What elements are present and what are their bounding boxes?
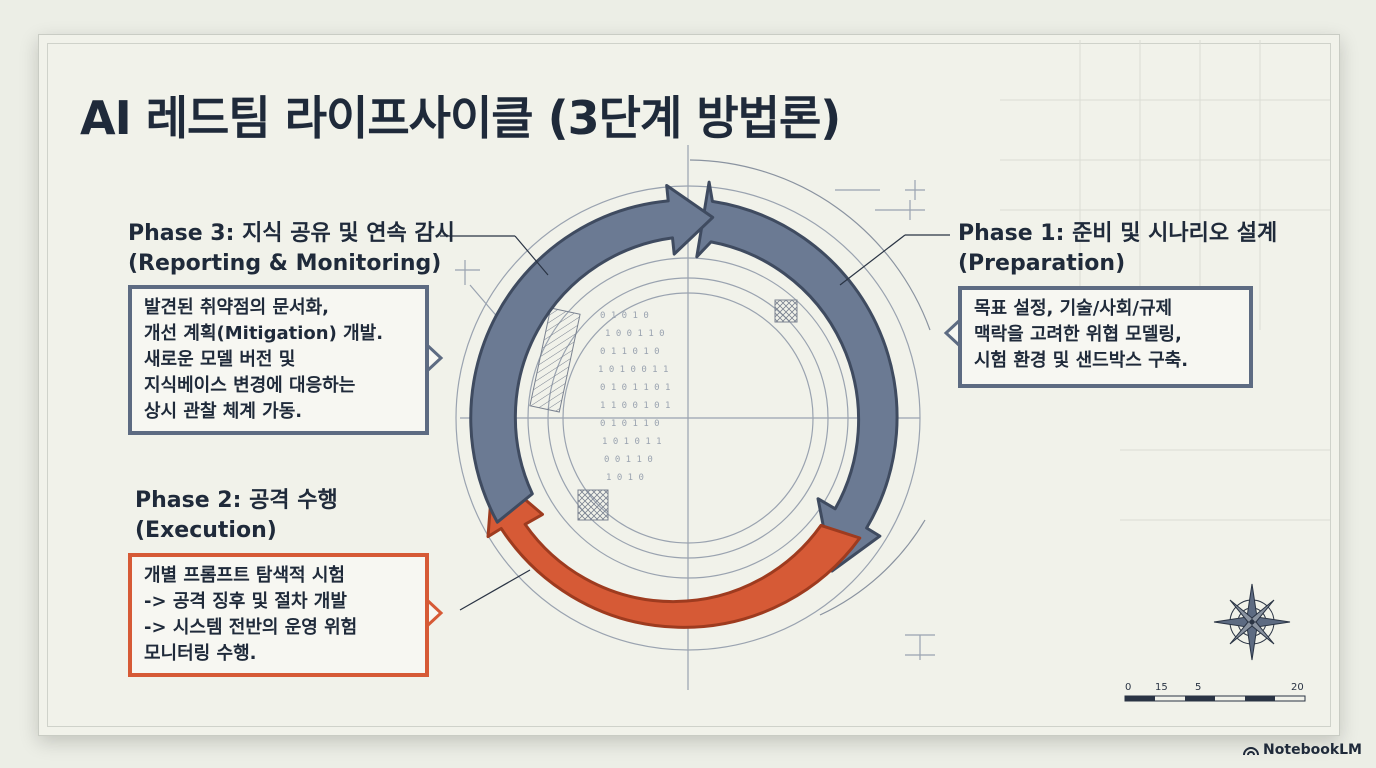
phase2-description-box: 개별 프롬프트 탐색적 시험 -> 공격 징후 및 절차 개발 -> 시스템 전…: [128, 553, 429, 677]
notebooklm-logo-icon: [1243, 747, 1260, 756]
scale-label: 15: [1155, 682, 1168, 693]
phase1-line: 시험 환경 및 샌드박스 구축.: [974, 350, 1189, 371]
phase3-heading-subtitle: (Reporting & Monitoring): [128, 251, 442, 276]
sheet-border: [47, 43, 1331, 727]
phase2-line: 개별 프롬프트 탐색적 시험: [144, 565, 345, 586]
phase3-heading-title: Phase 3: 지식 공유 및 연속 감시: [128, 221, 455, 246]
watermark: NotebookLM: [1243, 742, 1362, 758]
phase3-heading: Phase 3: 지식 공유 및 연속 감시 (Reporting & Moni…: [128, 219, 455, 279]
phase3-line: 발견된 취약점의 문서화,: [144, 297, 329, 318]
phase2-heading: Phase 2: 공격 수행 (Execution): [135, 486, 338, 546]
phase1-line: 맥락을 고려한 위협 모델링,: [974, 324, 1182, 345]
phase3-line: 새로운 모델 버전 및: [144, 349, 296, 370]
phase2-heading-title: Phase 2: 공격 수행: [135, 488, 338, 513]
scale-label: 5: [1195, 682, 1202, 693]
watermark-text: NotebookLM: [1263, 742, 1362, 758]
phase2-heading-subtitle: (Execution): [135, 518, 277, 543]
phase3-line: 상시 관찰 체계 가동.: [144, 401, 303, 422]
phase2-line: -> 공격 징후 및 절차 개발: [144, 591, 347, 612]
phase1-heading-title: Phase 1: 준비 및 시나리오 설계: [958, 221, 1278, 246]
phase1-heading-subtitle: (Preparation): [958, 251, 1126, 276]
phase1-line: 목표 설정, 기술/사회/규제: [974, 298, 1173, 319]
phase3-line: 개선 계획(Mitigation) 개발.: [144, 323, 384, 344]
phase1-heading: Phase 1: 준비 및 시나리오 설계 (Preparation): [958, 219, 1277, 279]
phase2-line: -> 시스템 전반의 운영 위험: [144, 617, 358, 638]
scale-label: 0: [1125, 682, 1132, 693]
scale-label: 20: [1291, 682, 1304, 693]
phase1-description-box: 목표 설정, 기술/사회/규제 맥락을 고려한 위협 모델링, 시험 환경 및 …: [958, 286, 1253, 388]
phase2-line: 모니터링 수행.: [144, 643, 257, 664]
phase3-description-box: 발견된 취약점의 문서화, 개선 계획(Mitigation) 개발. 새로운 …: [128, 285, 429, 435]
phase3-line: 지식베이스 변경에 대응하는: [144, 375, 356, 396]
page-title: AI 레드팀 라이프사이클 (3단계 방법론): [80, 91, 841, 145]
